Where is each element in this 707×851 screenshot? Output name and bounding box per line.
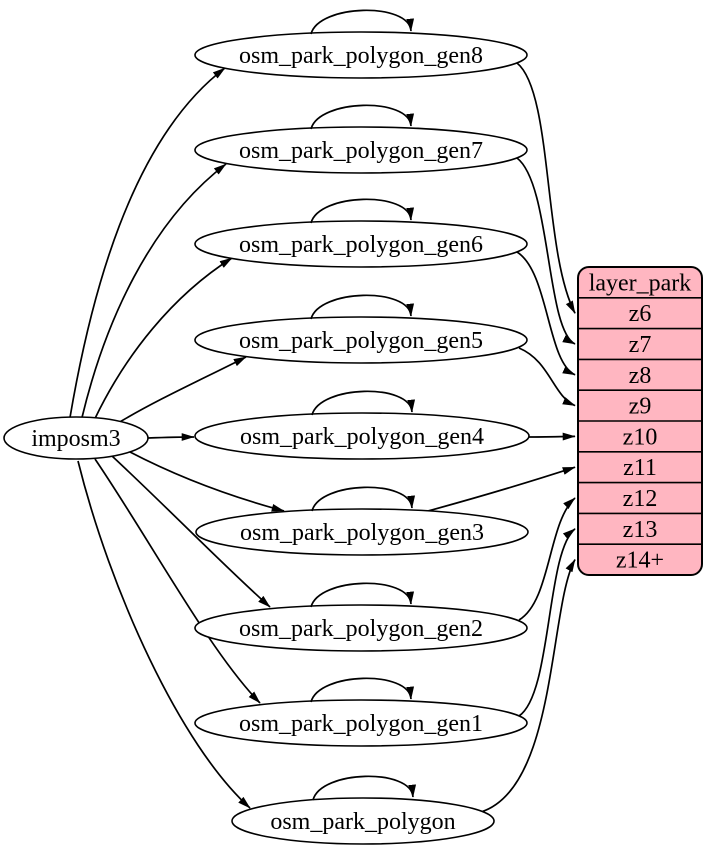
edge-osm_park_polygon_gen8-to-layer_park-z6 xyxy=(516,62,576,314)
edge-imposm3-to-osm_park_polygon_gen6 xyxy=(94,257,233,419)
record-row-z12: z12 xyxy=(623,486,658,512)
node-osm_park_polygon: osm_park_polygon xyxy=(231,797,495,845)
edge-imposm3-to-osm_park_polygon_gen8 xyxy=(69,67,226,418)
edge-osm_park_polygon_gen3-to-layer_park-z11 xyxy=(427,466,576,512)
edge-osm_park_polygon-to-layer_park-z14+ xyxy=(480,558,576,813)
node-layer_park: layer_park z6 z7 z8 z9 z10 z11 z12 z13 z14+ xyxy=(577,266,703,576)
edge-self-loop-osm_park_polygon_gen8 xyxy=(310,9,415,35)
edge-osm_park_polygon_gen1-to-layer_park-z13 xyxy=(518,528,576,717)
edge-self-loop-osm_park_polygon_gen5 xyxy=(310,294,415,320)
node-osm_park_polygon_gen2: osm_park_polygon_gen2 xyxy=(194,604,528,652)
node-label-osm_park_polygon_gen2: osm_park_polygon_gen2 xyxy=(239,616,483,642)
edge-imposm3-to-osm_park_polygon_gen3 xyxy=(129,451,285,512)
record-row-z8: z8 xyxy=(629,363,652,389)
record-header-label: layer_park xyxy=(589,270,692,296)
node-label-osm_park_polygon_gen1: osm_park_polygon_gen1 xyxy=(239,711,483,737)
edge-osm_park_polygon_gen2-to-layer_park-z12 xyxy=(518,497,576,621)
node-shape-osm_park_polygon xyxy=(231,797,495,845)
node-label-osm_park_polygon_gen4: osm_park_polygon_gen4 xyxy=(240,424,484,450)
node-shape-osm_park_polygon_gen3 xyxy=(195,508,529,556)
node-label-osm_park_polygon_gen6: osm_park_polygon_gen6 xyxy=(239,232,483,258)
edge-osm_park_polygon_gen5-to-layer_park-z9 xyxy=(518,347,576,407)
node-shape-osm_park_polygon_gen8 xyxy=(194,31,528,79)
node-label-osm_park_polygon: osm_park_polygon xyxy=(270,809,455,835)
record-row-z7: z7 xyxy=(629,332,652,358)
node-label-osm_park_polygon_gen8: osm_park_polygon_gen8 xyxy=(239,43,483,69)
node-osm_park_polygon_gen3: osm_park_polygon_gen3 xyxy=(195,508,529,556)
edge-self-loop-osm_park_polygon xyxy=(312,775,417,801)
record-row-z6: z6 xyxy=(629,301,652,327)
edge-self-loop-osm_park_polygon_gen4 xyxy=(311,390,416,416)
record-row-z14+: z14+ xyxy=(616,548,664,574)
node-osm_park_polygon_gen7: osm_park_polygon_gen7 xyxy=(194,126,528,174)
record-row-z11: z11 xyxy=(623,455,657,481)
edge-imposm3-to-osm_park_polygon_gen2 xyxy=(111,455,271,608)
node-imposm3: imposm3 xyxy=(3,416,149,460)
edge-self-loop-osm_park_polygon_gen3 xyxy=(311,486,416,512)
node-shape-imposm3 xyxy=(3,416,149,460)
node-label-imposm3: imposm3 xyxy=(31,426,120,452)
edge-imposm3-to-osm_park_polygon_gen4 xyxy=(147,433,195,441)
node-shape-osm_park_polygon_gen6 xyxy=(194,220,528,268)
edge-self-loop-osm_park_polygon_gen6 xyxy=(310,198,415,224)
node-shape-osm_park_polygon_gen7 xyxy=(194,126,528,174)
edge-imposm3-to-osm_park_polygon_gen7 xyxy=(81,163,227,418)
record-row-z9: z9 xyxy=(629,394,652,420)
edge-self-loop-osm_park_polygon_gen1 xyxy=(310,677,415,703)
edge-imposm3-to-osm_park_polygon_gen1 xyxy=(94,458,261,704)
edge-imposm3-to-osm_park_polygon_gen5 xyxy=(117,356,247,424)
node-osm_park_polygon_gen1: osm_park_polygon_gen1 xyxy=(194,699,528,747)
record-row-z10: z10 xyxy=(623,424,658,450)
node-osm_park_polygon_gen8: osm_park_polygon_gen8 xyxy=(194,31,528,79)
node-shape-osm_park_polygon_gen5 xyxy=(194,316,528,364)
node-shape-osm_park_polygon_gen4 xyxy=(194,412,530,460)
edge-self-loop-osm_park_polygon_gen7 xyxy=(310,104,415,130)
node-label-osm_park_polygon_gen5: osm_park_polygon_gen5 xyxy=(239,328,483,354)
edge-self-loop-osm_park_polygon_gen2 xyxy=(310,582,415,608)
edge-osm_park_polygon_gen6-to-layer_park-z8 xyxy=(516,251,576,376)
node-label-osm_park_polygon_gen7: osm_park_polygon_gen7 xyxy=(239,138,483,164)
edge-osm_park_polygon_gen7-to-layer_park-z7 xyxy=(516,157,576,345)
node-shape-osm_park_polygon_gen1 xyxy=(194,699,528,747)
edge-imposm3-to-osm_park_polygon xyxy=(77,460,251,809)
node-shape-osm_park_polygon_gen2 xyxy=(194,604,528,652)
record-row-z13: z13 xyxy=(623,517,658,543)
node-osm_park_polygon_gen6: osm_park_polygon_gen6 xyxy=(194,220,528,268)
node-osm_park_polygon_gen4: osm_park_polygon_gen4 xyxy=(194,412,530,460)
node-label-osm_park_polygon_gen3: osm_park_polygon_gen3 xyxy=(240,520,484,546)
node-osm_park_polygon_gen5: osm_park_polygon_gen5 xyxy=(194,316,528,364)
edge-osm_park_polygon_gen4-to-layer_park-z10 xyxy=(528,432,576,441)
